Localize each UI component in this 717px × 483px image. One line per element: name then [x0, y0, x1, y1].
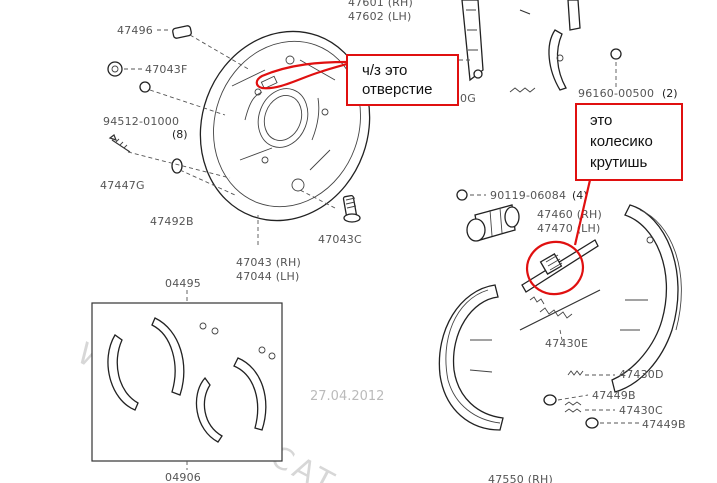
brake-shoe-left — [438, 284, 504, 431]
note-wheel-line1: это — [590, 112, 612, 129]
label-94512-qty: (8) — [172, 128, 188, 141]
wheel-cylinder — [456, 189, 520, 242]
label-47430C: 47430C — [619, 404, 663, 417]
note-wheel-line2: колесико — [590, 133, 653, 150]
note-hole-line2: отверстие — [362, 81, 432, 98]
label-47470LH: 47470 (LH) — [537, 222, 600, 235]
spring-47447G — [108, 134, 131, 153]
hole-callout-pointer — [255, 60, 348, 90]
wheel-callout-pointer — [573, 179, 592, 246]
cup-47449B — [543, 394, 557, 406]
label-04495: 04495 — [165, 277, 201, 290]
label-47550RH: 47550 (RH) — [488, 473, 553, 483]
note-wheel-line3: крутишь — [590, 154, 648, 171]
cup-47449B-b — [585, 417, 599, 429]
shoe-kit-box — [91, 290, 283, 470]
label-47044LH: 47044 (LH) — [236, 270, 299, 283]
pin-47430D — [567, 370, 584, 376]
label-96160-qty: (2) — [662, 87, 678, 100]
label-47492B: 47492B — [150, 215, 194, 228]
note-box-wheel — [575, 103, 683, 181]
grommet-47492B — [171, 158, 183, 174]
bolt-47043C — [342, 194, 361, 223]
label-47449B-a: 47449B — [592, 389, 636, 402]
small-parts-bottom-right — [543, 370, 640, 429]
leader-lines-left — [124, 29, 336, 245]
note-box-hole — [346, 54, 459, 106]
part-labels: 47496 47043F 94512-01000 (8) 47447G 4749… — [100, 0, 686, 483]
label-47043F: 47043F — [145, 63, 188, 76]
label-90119: 90119-06084 — [490, 189, 566, 202]
spring-47430C — [564, 401, 582, 413]
spring-top — [509, 87, 536, 93]
plug-47496 — [172, 25, 192, 39]
label-0G: 0G — [460, 92, 476, 105]
annotation-wheel: это колесико крутишь — [525, 103, 683, 296]
small-parts-left — [107, 25, 361, 223]
wheel-callout-circle — [525, 240, 585, 296]
label-94512: 94512-01000 — [103, 115, 179, 128]
label-96160: 96160-00500 — [578, 87, 654, 100]
label-47447G: 47447G — [100, 179, 145, 192]
label-47460RH: 47460 (RH) — [537, 208, 602, 221]
pin-96160 — [610, 48, 622, 60]
label-47043RH: 47043 (RH) — [236, 256, 301, 269]
parking-lever — [440, 0, 622, 93]
backing-plate — [199, 30, 371, 222]
label-90119-qty: (4) — [572, 189, 588, 202]
spring-47430E — [539, 307, 573, 319]
label-47449B-b: 47449B — [642, 418, 686, 431]
label-47430D: 47430D — [619, 368, 664, 381]
watermark-date: 27.04.2012 — [310, 389, 384, 404]
washer-94512 — [139, 81, 151, 93]
label-47602LH: 47602 (LH) — [348, 10, 411, 23]
brake-shoe-right — [611, 204, 682, 393]
label-47043C: 47043C — [318, 233, 362, 246]
label-04906: 04906 — [165, 471, 201, 483]
annotation-hole: ч/з это отверстие — [255, 54, 459, 106]
label-47430E: 47430E — [545, 337, 588, 350]
bolt-90119 — [456, 189, 468, 201]
note-hole-line1: ч/з это — [362, 62, 407, 79]
label-47601RH: 47601 (RH) — [348, 0, 413, 9]
label-47496: 47496 — [117, 24, 153, 37]
nut-47043F — [107, 61, 123, 77]
